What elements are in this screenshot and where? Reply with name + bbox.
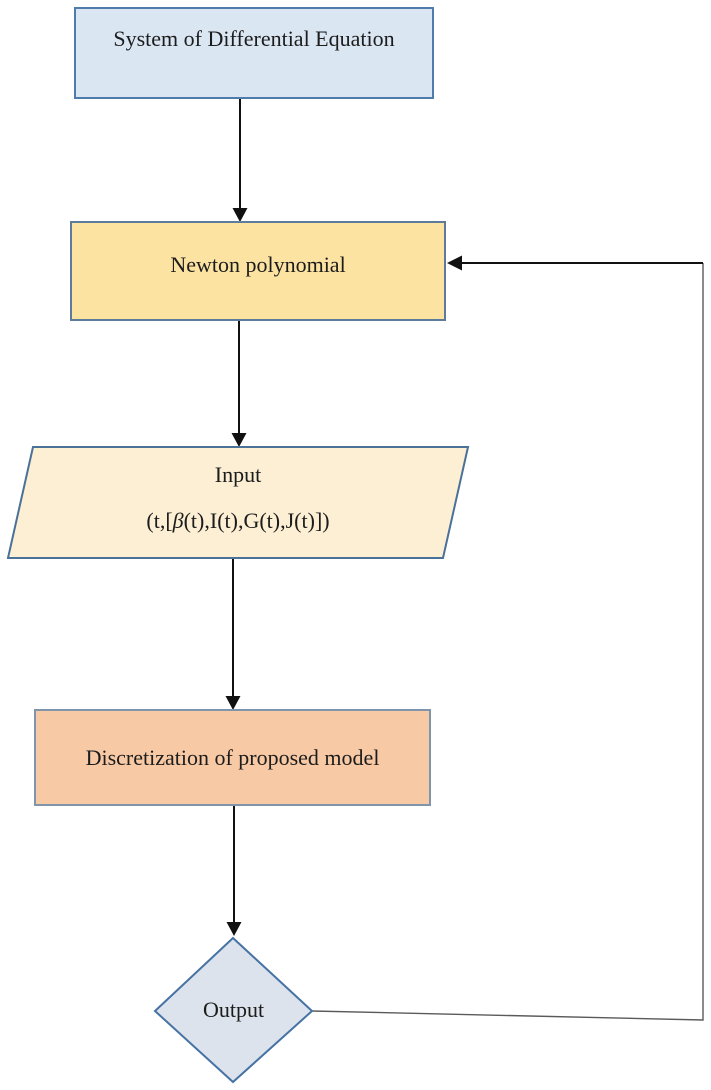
arrowhead-newton-input	[231, 433, 247, 447]
newton-node-label: Newton polynomial	[170, 252, 346, 277]
arrowhead-start-newton	[232, 208, 248, 222]
discretization-node-label: Discretization of proposed model	[85, 744, 380, 770]
input-node-shape	[6, 446, 470, 559]
input-formula-beta-symbol: β	[172, 508, 184, 533]
input-formula-prefix: (t,[	[146, 508, 173, 533]
input-node-label: Input	[214, 462, 262, 487]
arrowhead-feedback-newton	[447, 255, 462, 271]
arrowhead-discretization-output	[226, 922, 242, 936]
output-node-label: Output	[202, 997, 265, 1022]
start-node-shape	[74, 7, 434, 99]
input-formula-suffix: (t),I(t),G(t),J(t)])	[183, 508, 330, 533]
input-node-formula: (t,[β(t),I(t),G(t),J(t)])	[0, 508, 476, 534]
newton-node-shape	[70, 221, 446, 321]
edge-feedback-loop	[311, 263, 704, 1021]
output-node-shape	[153, 936, 314, 1084]
discretization-node-shape	[34, 709, 431, 806]
start-node-label: System of Differential Equation	[113, 26, 395, 51]
arrowhead-input-discretization	[225, 696, 241, 710]
